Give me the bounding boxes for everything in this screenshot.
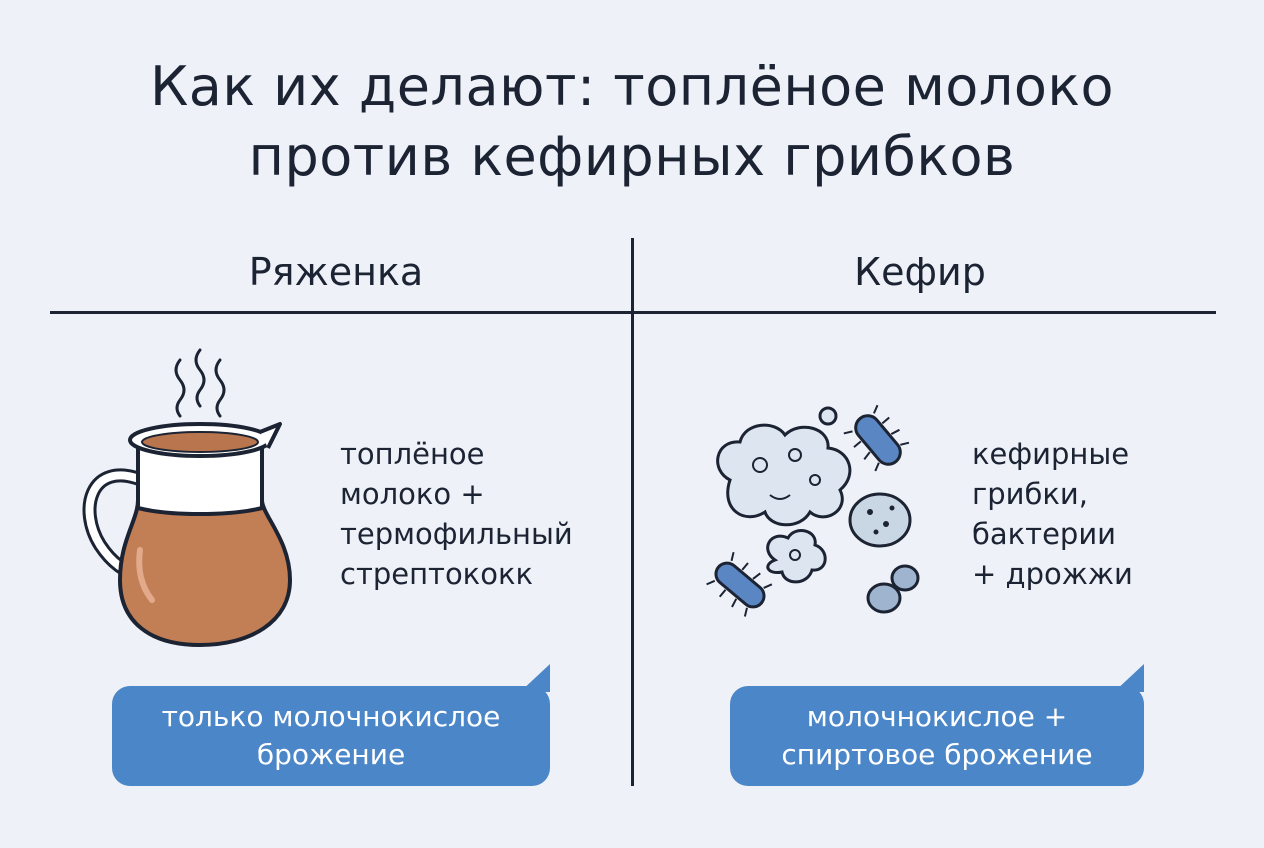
ryazhenka-desc-line-2: молоко +: [340, 477, 485, 511]
kefir-grains-microbes-icon: [706, 404, 920, 617]
ryazhenka-description: топлёное молоко + термофильный стрептоко…: [340, 434, 573, 594]
kefir-bubble-line-2: спиртовое брожение: [781, 738, 1093, 771]
column-heading-ryazhenka: Ряженка: [248, 250, 424, 294]
title-line-2: против кефирных грибков: [248, 125, 1016, 188]
kefir-fermentation-bubble: молочнокислое + спиртовое брожение: [730, 686, 1144, 786]
milk-jug-icon: [82, 348, 293, 648]
ryazhenka-desc-line-3: термофильный: [340, 517, 573, 551]
page-title: Как их делают: топлёное молоко против ке…: [0, 52, 1264, 192]
vertical-divider: [631, 238, 634, 786]
kefir-desc-line-2: грибки,: [972, 477, 1088, 511]
ryazhenka-desc-line-4: стрептококк: [340, 557, 533, 591]
ryazhenka-desc-line-1: топлёное: [340, 437, 485, 471]
kefir-bubble-line-1: молочнокислое +: [806, 700, 1068, 733]
title-line-1: Как их делают: топлёное молоко: [149, 55, 1115, 118]
ryazhenka-fermentation-bubble: только молочнокислое брожение: [112, 686, 550, 786]
kefir-desc-line-4: + дрожжи: [972, 557, 1133, 591]
ryazhenka-bubble-line-2: брожение: [256, 738, 406, 771]
ryazhenka-bubble-line-1: только молочнокислое: [161, 700, 501, 733]
kefir-desc-line-3: бактерии: [972, 517, 1117, 551]
kefir-desc-line-1: кефирные: [972, 437, 1130, 471]
kefir-description: кефирные грибки, бактерии + дрожжи: [972, 434, 1133, 594]
column-heading-kefir: Кефир: [854, 250, 986, 294]
